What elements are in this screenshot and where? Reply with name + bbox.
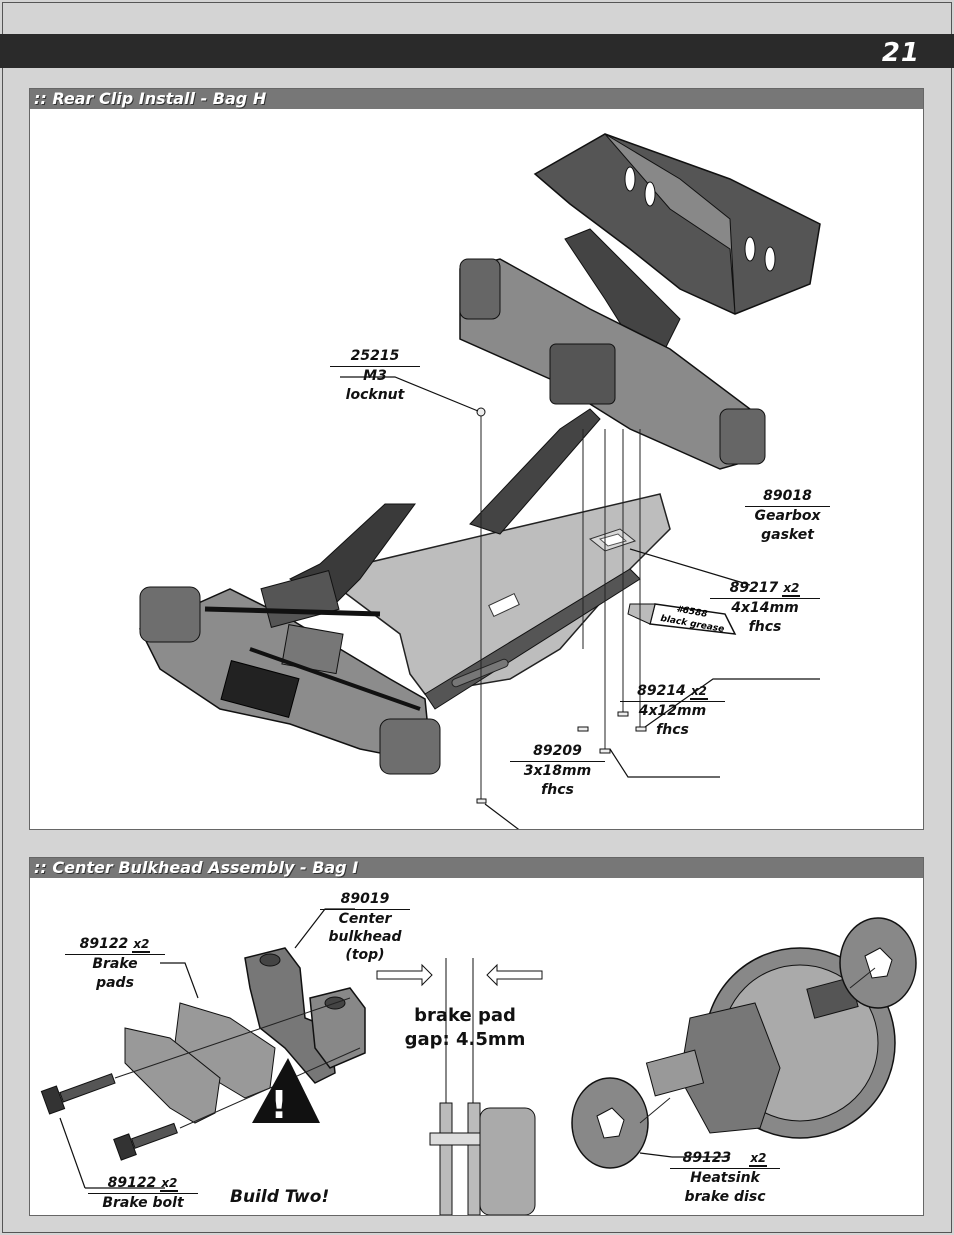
rear-clip-title: :: Rear Clip Install - Bag H (30, 89, 923, 109)
part-label-89018: 89018 Gearbox gasket (745, 487, 830, 545)
qty-badge: x2 (689, 684, 708, 700)
page-header-bar (0, 34, 954, 68)
brake-bolt-short (113, 1122, 178, 1161)
guide-lines (480, 414, 641, 799)
center-bulkhead (244, 947, 366, 1084)
brake-bolt-long (40, 1073, 116, 1115)
brake-disc-right (839, 917, 917, 1009)
rear-clip-panel: :: Rear Clip Install - Bag H (29, 88, 924, 830)
wing-mount (564, 228, 681, 360)
center-bulkhead-illustration: ! (40, 908, 917, 1215)
chassis-brace (469, 408, 601, 535)
assembly-lines (114, 997, 361, 1129)
screws (476, 407, 647, 804)
warning-triangle (252, 1058, 320, 1123)
brake-disc-left (571, 1077, 649, 1169)
brake-gap-note: brake pad gap: 4.5mm (404, 1005, 526, 1050)
qty-badge: x2 (160, 1176, 179, 1192)
part-label-89019: 89019 Center bulkhead (top) (320, 890, 410, 964)
disc-lines (639, 967, 876, 1124)
rear-clip-illustration: #6588 black grease (138, 133, 821, 829)
differential (645, 947, 896, 1139)
exclamation-icon: ! (270, 1083, 287, 1127)
qty-badge: x2 (782, 581, 801, 597)
part-label-25215: 25215 M3 locknut (330, 347, 420, 405)
grease-tube: #6588 black grease (627, 603, 737, 635)
center-bulkhead-panel: :: Center Bulkhead Assembly - Bag I (29, 857, 924, 1216)
qty-badge: x2 (132, 937, 151, 953)
part-label-89209: 89209 3x18mm fhcs (510, 742, 605, 800)
qty-badge: x2 (749, 1151, 768, 1167)
brake-gap-detail (376, 958, 543, 1215)
leader-lines (340, 376, 820, 829)
page-number: 21 (881, 38, 920, 68)
center-bulkhead-title: :: Center Bulkhead Assembly - Bag I (30, 858, 923, 878)
wing (533, 133, 821, 315)
brake-pad-front (124, 1027, 221, 1124)
build-two-note: Build Two! (230, 1187, 330, 1207)
